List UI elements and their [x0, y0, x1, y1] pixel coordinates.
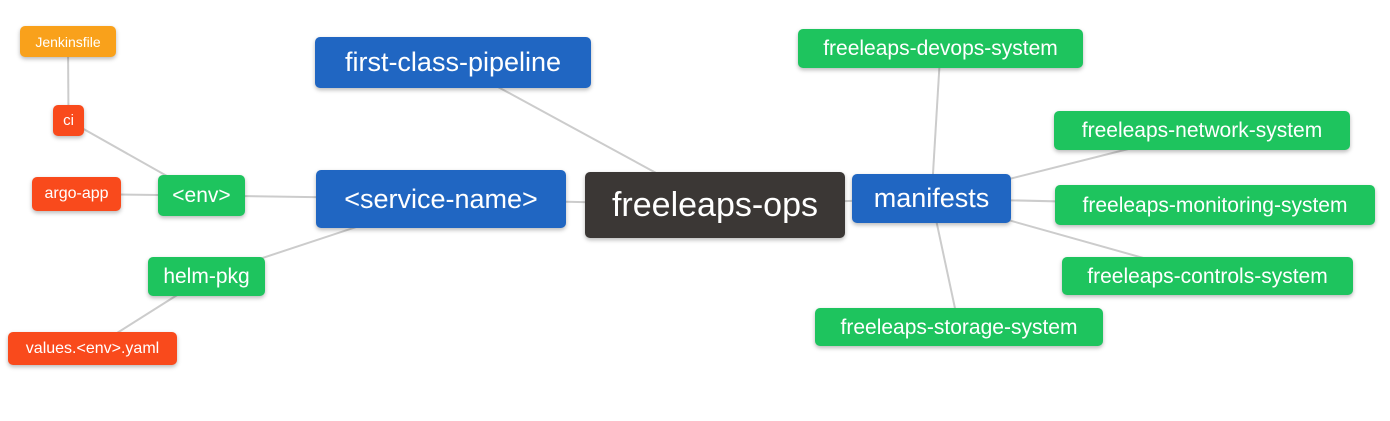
node-values-env-yaml[interactable]: values.<env>.yaml [8, 332, 177, 365]
node-freeleaps-devops-system[interactable]: freeleaps-devops-system [798, 29, 1083, 68]
node-ci[interactable]: ci [53, 105, 84, 136]
node-helm-pkg[interactable]: helm-pkg [148, 257, 265, 296]
node-argo-app[interactable]: argo-app [32, 177, 121, 211]
node-freeleaps-controls-system[interactable]: freeleaps-controls-system [1062, 257, 1353, 295]
node-freeleaps-ops[interactable]: freeleaps-ops [585, 172, 845, 238]
node-freeleaps-monitoring-system[interactable]: freeleaps-monitoring-system [1055, 185, 1375, 225]
node-service-name[interactable]: <service-name> [316, 170, 566, 228]
node-freeleaps-network-system[interactable]: freeleaps-network-system [1054, 111, 1350, 150]
edge-manifests-devops_system [930, 48, 942, 199]
node-env[interactable]: <env> [158, 175, 245, 216]
node-freeleaps-storage-system[interactable]: freeleaps-storage-system [815, 308, 1103, 346]
node-jenkinsfile[interactable]: Jenkinsfile [20, 26, 116, 57]
node-manifests[interactable]: manifests [852, 174, 1011, 223]
node-first-class-pipeline[interactable]: first-class-pipeline [315, 37, 591, 88]
